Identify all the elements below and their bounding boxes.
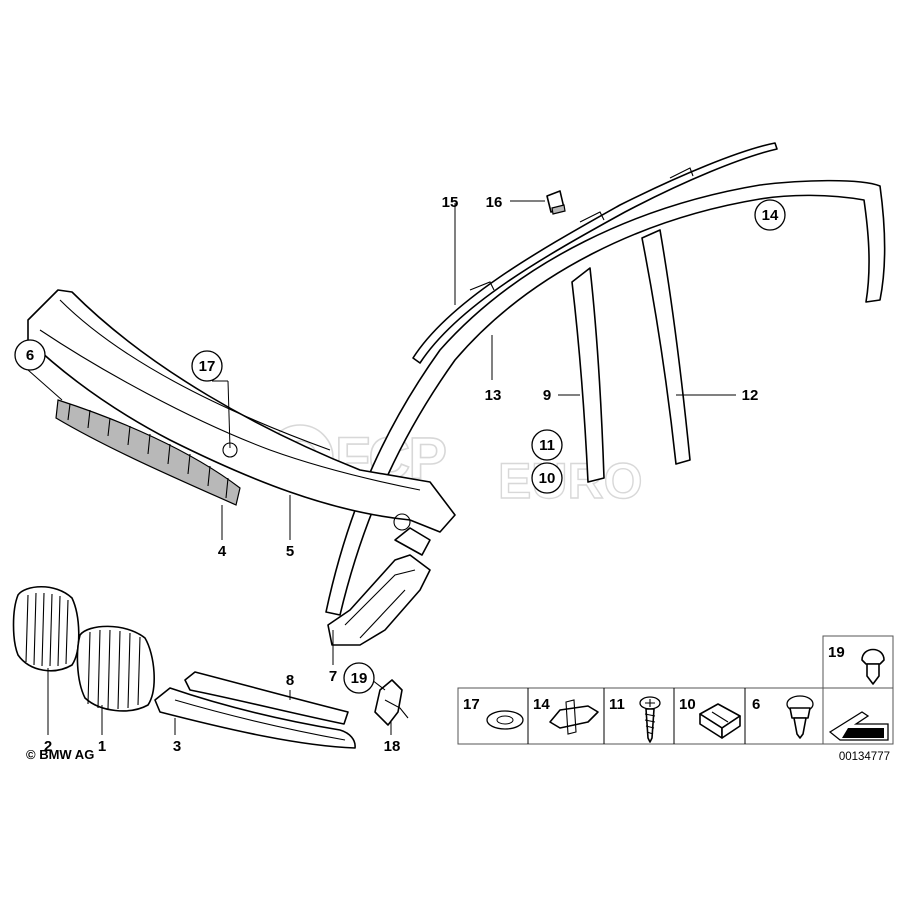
legend-6: 6 — [752, 696, 760, 713]
callout-8: 8 — [286, 672, 294, 689]
watermark-suffix: EURO — [498, 453, 642, 509]
callout-19: 19 — [351, 670, 368, 687]
trim-strip-part-8 — [184, 671, 349, 725]
callout-12: 12 — [742, 387, 759, 404]
seal-strip-part-4 — [55, 399, 241, 506]
document-number: 00134777 — [839, 751, 890, 763]
callout-14: 14 — [762, 207, 779, 224]
callout-11: 11 — [539, 437, 555, 454]
callout-14-circle — [754, 199, 786, 231]
callout-10: 10 — [539, 470, 556, 487]
callout-11-circle — [531, 429, 563, 461]
callout-4: 4 — [218, 543, 227, 560]
callout-19-circle — [343, 662, 375, 694]
callout-6: 6 — [26, 347, 34, 364]
callouts: 15 16 14 13 9 12 11 10 6 17 4 5 7 19 8 3… — [14, 194, 786, 755]
clip-icon — [549, 705, 599, 729]
callout-9: 9 — [543, 387, 551, 404]
callout-16: 16 — [486, 194, 503, 211]
callout-15: 15 — [442, 194, 459, 211]
legend-box-19 — [822, 635, 894, 689]
legend-14: 14 — [533, 696, 550, 713]
direction-arrow-icon — [828, 711, 889, 741]
callout-10-circle — [531, 462, 563, 494]
grille-part-2 — [12, 586, 80, 672]
fastener-legend: 17 14 11 10 6 19 — [457, 635, 894, 745]
grille-part-1 — [76, 625, 155, 712]
legend-17: 17 — [463, 696, 480, 713]
roof-strip-part-13 — [325, 179, 886, 616]
clip-part-16 — [546, 190, 566, 215]
callout-3: 3 — [173, 738, 181, 755]
window-channel-part-9 — [571, 267, 605, 483]
screw-icon — [639, 696, 661, 743]
bracket-part-18 — [374, 679, 409, 726]
cowl-panel-part-5 — [27, 289, 456, 556]
callout-13: 13 — [485, 387, 502, 404]
callout-18: 18 — [384, 738, 401, 755]
copyright: © BMW AG — [26, 747, 94, 762]
legend-19: 19 — [828, 644, 845, 661]
callout-17-circle — [191, 350, 223, 382]
callout-17: 17 — [199, 358, 216, 375]
callout-5: 5 — [286, 543, 294, 560]
callout-7: 7 — [329, 668, 337, 685]
nut-clip-icon — [699, 703, 741, 739]
push-pin-icon — [786, 695, 814, 739]
grommet-icon — [861, 648, 885, 685]
legend-11: 11 — [609, 696, 625, 713]
bumper-trim-part-3 — [154, 687, 356, 749]
callout-6-circle — [14, 339, 46, 371]
callout-2: 2 — [44, 738, 52, 755]
bracket-part-7 — [327, 554, 431, 646]
callout-1: 1 — [98, 738, 106, 755]
legend-10: 10 — [679, 696, 696, 713]
roof-molding-part-15 — [412, 142, 778, 364]
pillar-strip-part-12 — [641, 229, 691, 465]
